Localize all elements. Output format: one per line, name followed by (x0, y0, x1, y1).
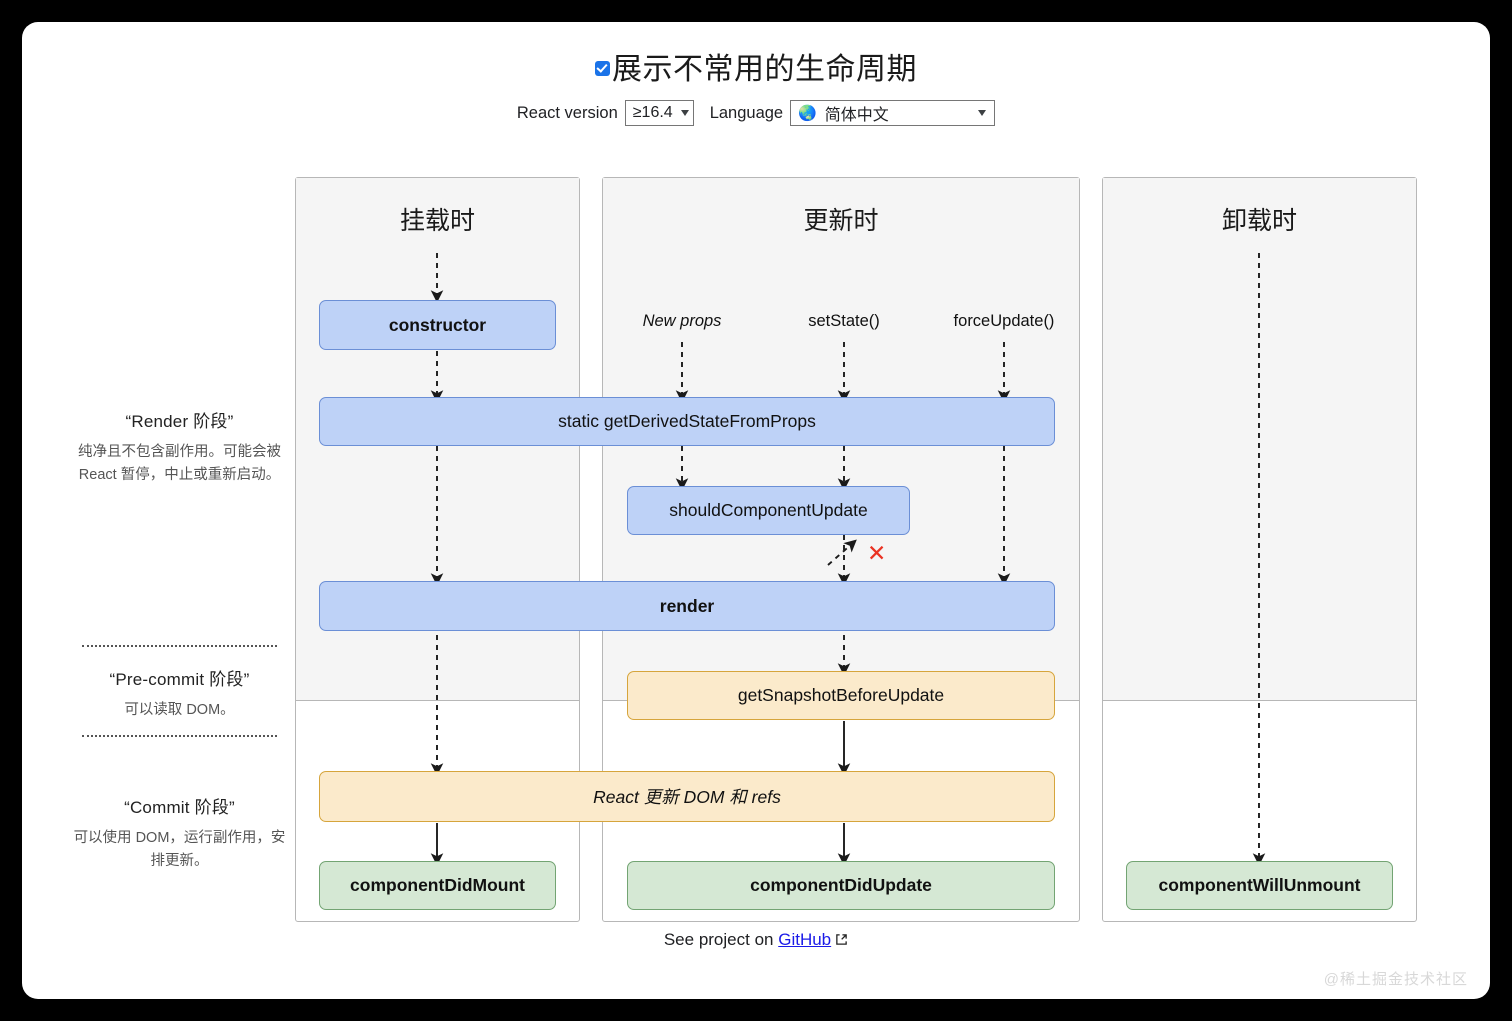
phase-divider-1 (82, 645, 277, 647)
controls-row: React version ≥16.4 Language 🌏 简体中文 (22, 100, 1490, 126)
node-get-derived-state-from-props[interactable]: static getDerivedStateFromProps (319, 397, 1055, 446)
node-component-will-unmount[interactable]: componentWillUnmount (1126, 861, 1393, 910)
chevron-down-icon (978, 110, 987, 116)
column-updating-title: 更新时 (803, 207, 879, 235)
title-row: 展示不常用的生命周期 (22, 44, 1490, 88)
external-link-icon (835, 931, 848, 951)
phase-render-title: “Render 阶段” (125, 412, 234, 431)
phase-commit-title: “Commit 阶段” (124, 798, 235, 817)
footer: See project on GitHub (22, 930, 1490, 950)
node-render[interactable]: render (319, 581, 1055, 631)
node-constructor[interactable]: constructor (319, 300, 556, 350)
github-link[interactable]: GitHub (778, 930, 832, 949)
react-version-control: React version ≥16.4 (517, 100, 694, 126)
globe-icon: 🌏 (798, 104, 817, 122)
phase-render: “Render 阶段” 纯净且不包含副作用。可能会被 React 暂停，中止或重… (72, 407, 287, 488)
react-version-select[interactable]: ≥16.4 (624, 100, 694, 126)
column-mounting-title: 挂载时 (399, 207, 475, 235)
node-layer: New props setState() forceUpdate() const… (22, 157, 1490, 917)
node-react-updates-dom[interactable]: React 更新 DOM 和 refs (319, 771, 1055, 822)
language-control: Language 🌏 简体中文 (709, 100, 996, 126)
phase-precommit-desc: 可以读取 DOM。 (124, 702, 235, 718)
language-value: 简体中文 (824, 107, 889, 124)
trigger-new-props: New props (642, 312, 722, 330)
show-uncommon-lifecycles-checkbox[interactable] (595, 60, 610, 76)
node-should-component-update[interactable]: shouldComponentUpdate (627, 486, 910, 535)
phase-divider-2 (82, 735, 277, 737)
trigger-force-update: forceUpdate() (953, 312, 1055, 330)
phase-commit-desc: 可以使用 DOM，运行副作用，安排更新。 (73, 830, 286, 870)
node-get-snapshot-before-update[interactable]: getSnapshotBeforeUpdate (627, 671, 1055, 720)
node-component-did-update[interactable]: componentDidUpdate (627, 861, 1055, 910)
language-label: Language (709, 103, 784, 122)
page-card: 展示不常用的生命周期 React version ≥16.4 Language … (22, 22, 1490, 999)
node-component-did-mount[interactable]: componentDidMount (319, 861, 556, 910)
watermark: @稀土掘金技术社区 (1323, 971, 1468, 988)
skip-render-marker: ✕ (867, 540, 887, 566)
footer-prefix: See project on (663, 930, 774, 949)
phase-precommit: “Pre-commit 阶段” 可以读取 DOM。 (72, 665, 287, 722)
lifecycle-diagram: “Render 阶段” 纯净且不包含副作用。可能会被 React 暂停，中止或重… (22, 157, 1490, 922)
chevron-down-icon (680, 110, 689, 116)
phase-commit: “Commit 阶段” 可以使用 DOM，运行副作用，安排更新。 (72, 793, 287, 874)
phase-render-desc: 纯净且不包含副作用。可能会被 React 暂停，中止或重新启动。 (78, 444, 281, 484)
column-unmounting-title: 卸载时 (1221, 207, 1297, 235)
page-title: 展示不常用的生命周期 (612, 53, 917, 86)
language-select[interactable]: 🌏 简体中文 (790, 100, 996, 126)
trigger-set-state: setState() (808, 312, 880, 330)
phase-precommit-title: “Pre-commit 阶段” (109, 670, 250, 689)
react-version-value: ≥16.4 (632, 104, 673, 121)
react-version-label: React version (516, 103, 618, 122)
